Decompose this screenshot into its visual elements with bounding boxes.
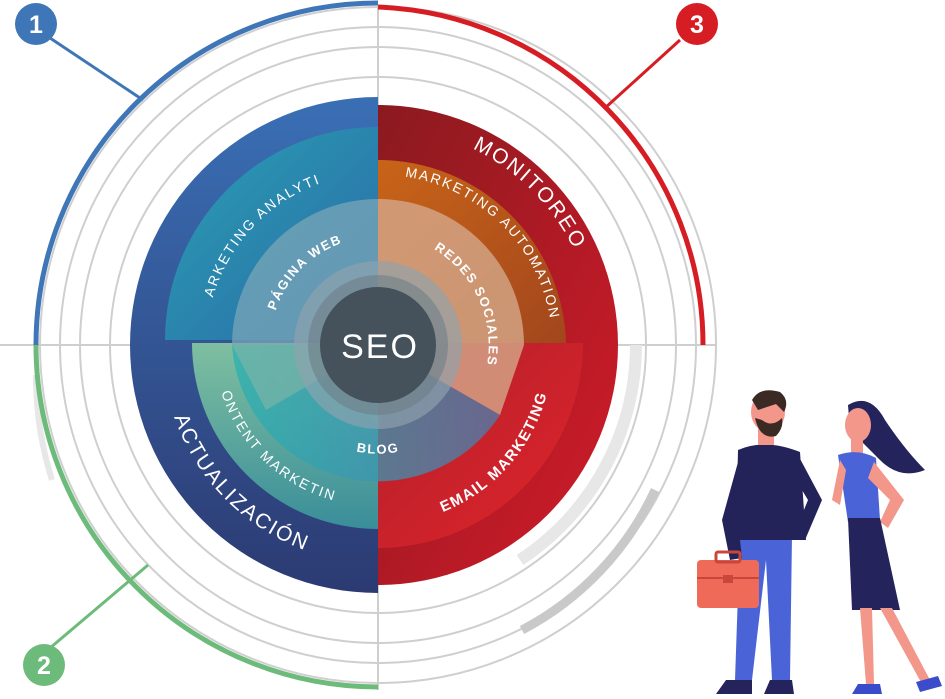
phase-2-number: 2 xyxy=(37,652,51,680)
svg-text:BLOG: BLOG xyxy=(356,440,400,457)
phase-1-connector xyxy=(49,36,144,102)
label-blog: BLOG xyxy=(356,440,399,457)
phase-3-connector xyxy=(603,38,682,110)
center-label: SEO xyxy=(341,328,419,366)
phase-1-badge: 1 xyxy=(15,3,57,45)
phase-2-arc xyxy=(33,344,379,690)
phase-1-arc xyxy=(33,0,379,346)
phase-1-number: 1 xyxy=(29,11,43,39)
woman-illustration xyxy=(832,400,942,694)
phase-2-badge: 2 xyxy=(23,644,65,686)
phase-3-badge: 3 xyxy=(676,3,718,45)
phase-2-connector xyxy=(49,563,149,650)
phase-3-number: 3 xyxy=(690,11,704,39)
center-disc xyxy=(320,287,436,403)
man-illustration xyxy=(697,390,822,694)
phase-3-arc xyxy=(377,4,706,346)
